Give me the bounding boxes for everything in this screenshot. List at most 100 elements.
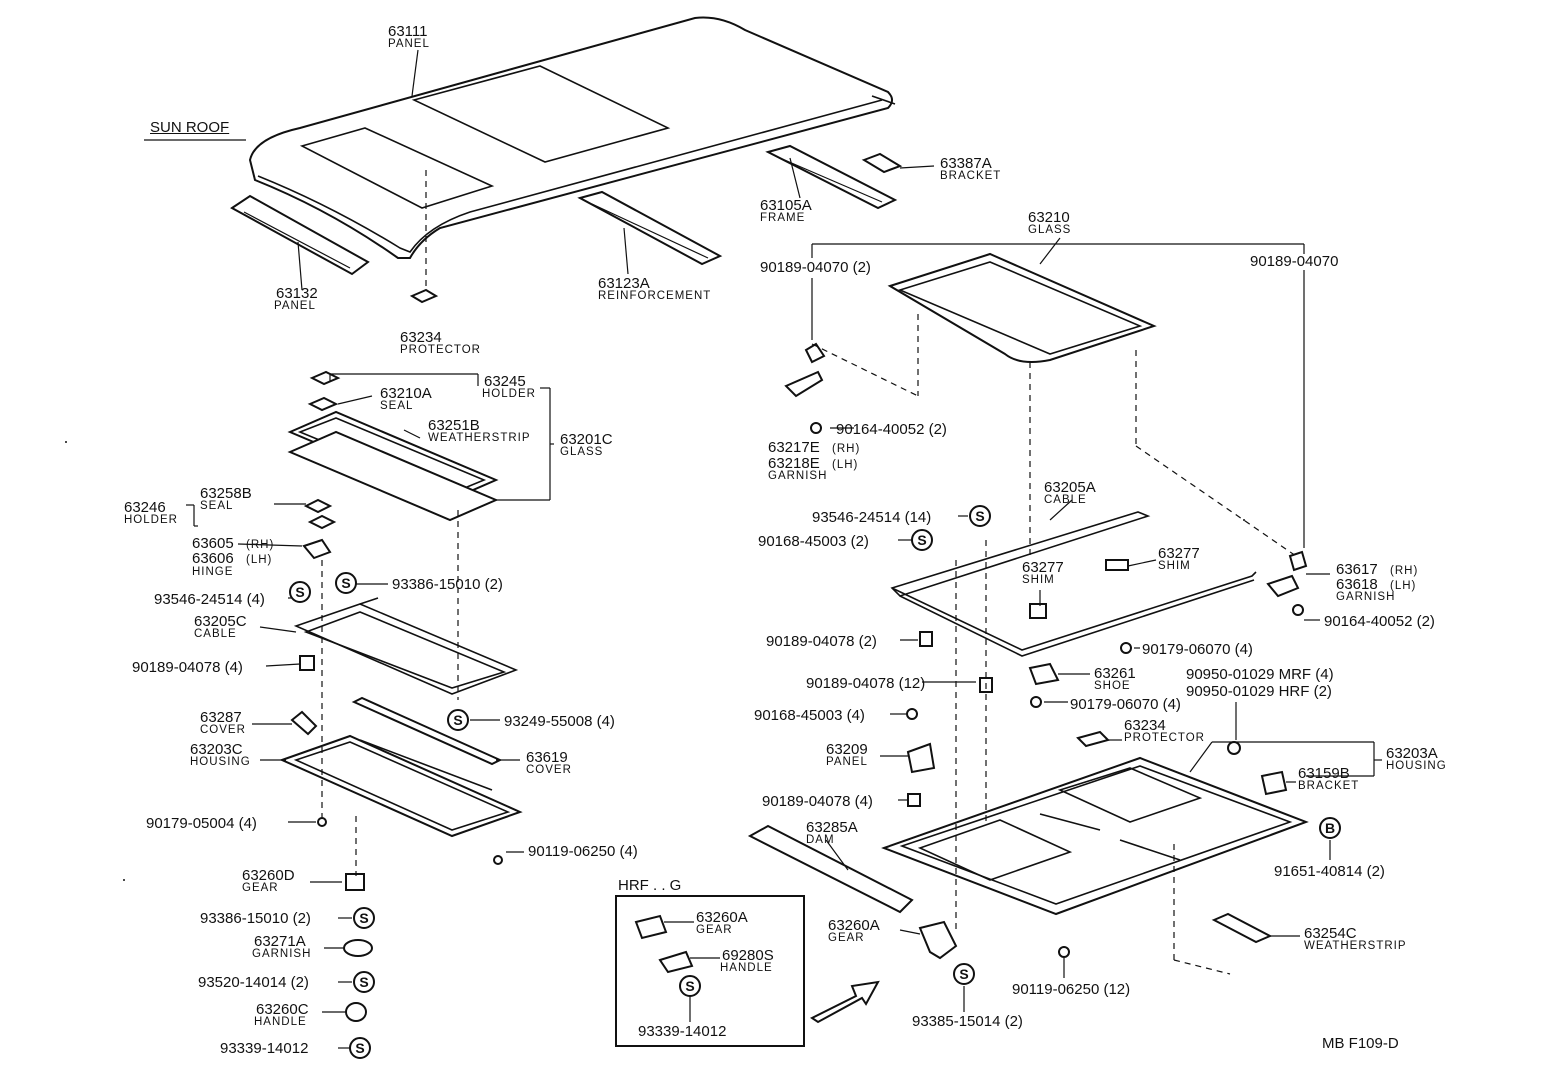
- part-name: GLASS: [1028, 224, 1072, 236]
- part-number: 63209: [826, 741, 868, 758]
- part-number: 90950-01029 HRF (2): [1186, 683, 1332, 700]
- s-symbol: S: [953, 963, 975, 985]
- part-name: HOLDER: [482, 388, 536, 400]
- part-number: 90189-04078 (2): [766, 633, 877, 650]
- part-number: 63387A: [940, 155, 992, 172]
- frame-drawing: [765, 144, 898, 210]
- part-number: 90189-04078 (12): [806, 675, 926, 692]
- left-housing-drawing: [279, 696, 523, 838]
- part-name: PANEL: [274, 300, 316, 312]
- part-number: 63606: [192, 550, 234, 567]
- s-symbol: S: [447, 709, 469, 731]
- part-number: 63217E: [768, 439, 820, 456]
- part-number: 63234: [1124, 717, 1166, 734]
- panel-63132-drawing: [230, 194, 370, 276]
- part-name: HOUSING: [190, 756, 251, 768]
- part-name: PROTECTOR: [1124, 732, 1205, 744]
- part-number: 63201C: [560, 431, 613, 448]
- part-tag: (RH): [246, 539, 275, 551]
- protector-drawing: [409, 288, 439, 304]
- part-name: PANEL: [826, 756, 868, 768]
- svg-text:S: S: [453, 712, 462, 728]
- s-symbol: S: [353, 907, 375, 929]
- part-name: GARNISH: [768, 470, 828, 482]
- svg-text:S: S: [959, 966, 968, 982]
- variant-box-parts-drawing: [634, 914, 694, 974]
- part-number: 63111: [388, 23, 428, 40]
- svg-text:B: B: [1325, 820, 1335, 836]
- part-number: 90168-45003 (2): [758, 533, 869, 550]
- part-name: SHIM: [1022, 574, 1055, 586]
- svg-text:S: S: [355, 1040, 364, 1056]
- arrow-drawing: [810, 980, 880, 1024]
- diagram-title: SUN ROOF: [150, 119, 230, 136]
- part-name: CABLE: [194, 628, 237, 640]
- part-name: SEAL: [380, 400, 414, 412]
- part-number: 63261: [1094, 665, 1136, 682]
- variant-box-title: HRF . . G: [618, 877, 682, 894]
- part-number: 63254C: [1304, 925, 1357, 942]
- part-number: 90179-05004 (4): [146, 815, 257, 832]
- part-number: 90179-06070 (4): [1142, 641, 1253, 658]
- reinforcement-drawing: [577, 190, 723, 266]
- part-name: WEATHERSTRIP: [428, 432, 531, 444]
- part-number: 63260A: [696, 909, 748, 926]
- s-symbol: S: [353, 971, 375, 993]
- part-number: 63205A: [1044, 479, 1096, 496]
- part-number: 63123A: [598, 275, 650, 292]
- s-symbol: S: [679, 975, 701, 997]
- svg-text:S: S: [359, 974, 368, 990]
- leader-lines: [144, 49, 1382, 1049]
- part-number: 63246: [124, 499, 166, 516]
- s-symbol: S: [335, 572, 357, 594]
- part-tag: (RH): [1390, 565, 1419, 577]
- part-name: SHOE: [1094, 680, 1131, 692]
- s-symbol: S: [289, 581, 311, 603]
- svg-text:S: S: [917, 532, 926, 548]
- part-number: 90189-04070: [1250, 253, 1339, 270]
- part-number: 93520-14014 (2): [198, 974, 309, 991]
- part-number: 63260C: [256, 1001, 309, 1018]
- diagram-code: MB F109-D: [1322, 1035, 1399, 1052]
- part-number: 63258B: [200, 485, 252, 502]
- left-cable-frame-drawing: [293, 597, 519, 695]
- bracket-63387a-drawing: [861, 152, 903, 174]
- part-number: 90168-45003 (4): [754, 707, 865, 724]
- part-number: 63617: [1336, 561, 1378, 578]
- left-gear-parts-drawing: [317, 817, 503, 1022]
- part-name: GLASS: [560, 446, 604, 458]
- part-name: PROTECTOR: [400, 344, 481, 356]
- part-number: 63619: [526, 749, 568, 766]
- part-name: HANDLE: [254, 1016, 307, 1028]
- part-name: COVER: [526, 764, 572, 776]
- part-number: 63605: [192, 535, 234, 552]
- part-name: HOUSING: [1386, 760, 1447, 772]
- part-number: 63159B: [1298, 765, 1350, 782]
- part-number: 63210A: [380, 385, 432, 402]
- svg-text:S: S: [295, 584, 304, 600]
- part-number: 63260A: [828, 917, 880, 934]
- part-name: GEAR: [242, 882, 279, 894]
- part-name: WEATHERSTRIP: [1304, 940, 1407, 952]
- part-number: 63105A: [760, 197, 812, 214]
- part-tag: (LH): [1390, 580, 1417, 592]
- left-glass-assembly-drawing: [287, 370, 499, 671]
- part-number: 90189-04078 (4): [762, 793, 873, 810]
- part-number: 63271A: [254, 933, 306, 950]
- part-name: HINGE: [192, 566, 234, 578]
- part-number: 90950-01029 MRF (4): [1186, 666, 1334, 683]
- part-name: HANDLE: [720, 962, 773, 974]
- s-symbol: S: [911, 529, 933, 551]
- svg-text:S: S: [341, 575, 350, 591]
- part-name: GARNISH: [1336, 591, 1396, 603]
- part-number: 93546-24514 (14): [812, 509, 932, 526]
- part-number: 63245: [484, 373, 526, 390]
- part-tag: (LH): [832, 459, 859, 471]
- part-number: 63203C: [190, 741, 243, 758]
- part-number: 63277: [1022, 559, 1064, 576]
- part-number: 90164-40052 (2): [836, 421, 947, 438]
- roof-panel-drawing: [248, 16, 896, 259]
- part-number: 63285A: [806, 819, 858, 836]
- part-name: COVER: [200, 724, 246, 736]
